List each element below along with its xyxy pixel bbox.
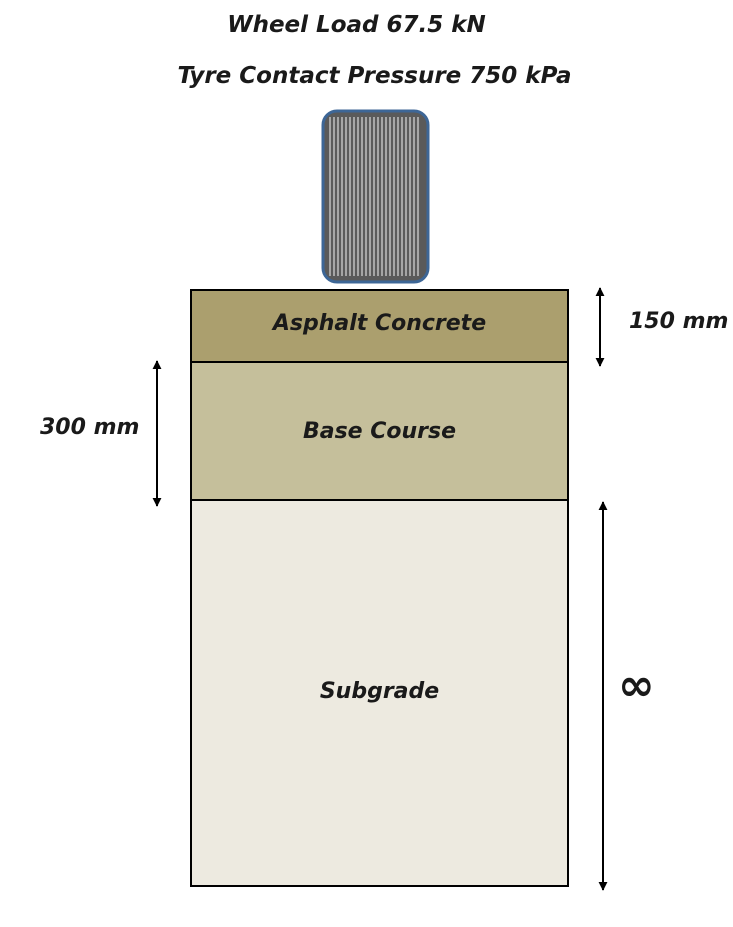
- base-course-layer: [190, 361, 569, 501]
- subgrade-depth-label: ∞: [618, 660, 655, 711]
- tyre: [321, 109, 430, 284]
- wheel-load-title: Wheel Load 67.5 kN: [227, 12, 486, 38]
- tyre-treads: [329, 117, 419, 276]
- tyre-pressure-title: Tyre Contact Pressure 750 kPa: [177, 63, 572, 89]
- asphalt-concrete-label: Asphalt Concrete: [272, 311, 487, 336]
- asphalt-thickness-label: 150 mm: [629, 309, 729, 334]
- base-course-label: Base Course: [302, 419, 457, 444]
- subgrade-label: Subgrade: [319, 679, 440, 704]
- asphalt-concrete-layer: [190, 289, 569, 363]
- tyre-body: [321, 109, 430, 284]
- subgrade-layer: [190, 499, 569, 887]
- base-thickness-label: 300 mm: [40, 415, 140, 440]
